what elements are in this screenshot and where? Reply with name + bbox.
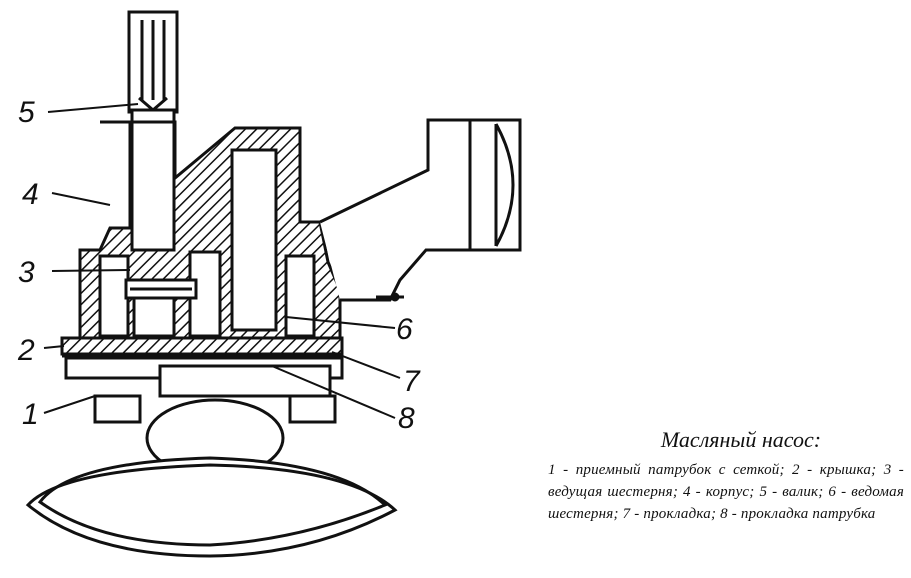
label-8: 8 xyxy=(398,402,415,435)
pump-body xyxy=(78,120,342,340)
label-5: 5 xyxy=(18,96,35,129)
leader-lines xyxy=(43,103,401,419)
label-6: 6 xyxy=(396,313,413,346)
label-7: 7 xyxy=(403,365,420,398)
bracket xyxy=(319,118,522,302)
figure-caption: Масляный насос: 1 - приемный патрубок с … xyxy=(548,427,904,525)
caption-title: Масляный насос: xyxy=(660,427,822,452)
label-3: 3 xyxy=(18,256,35,289)
label-4: 4 xyxy=(22,178,39,211)
label-1: 1 xyxy=(22,398,39,431)
label-2: 2 xyxy=(18,334,35,367)
caption-body: 1 - приемный патрубок с сеткой; 2 - крыш… xyxy=(548,462,904,522)
inlet-pipe xyxy=(25,364,398,558)
